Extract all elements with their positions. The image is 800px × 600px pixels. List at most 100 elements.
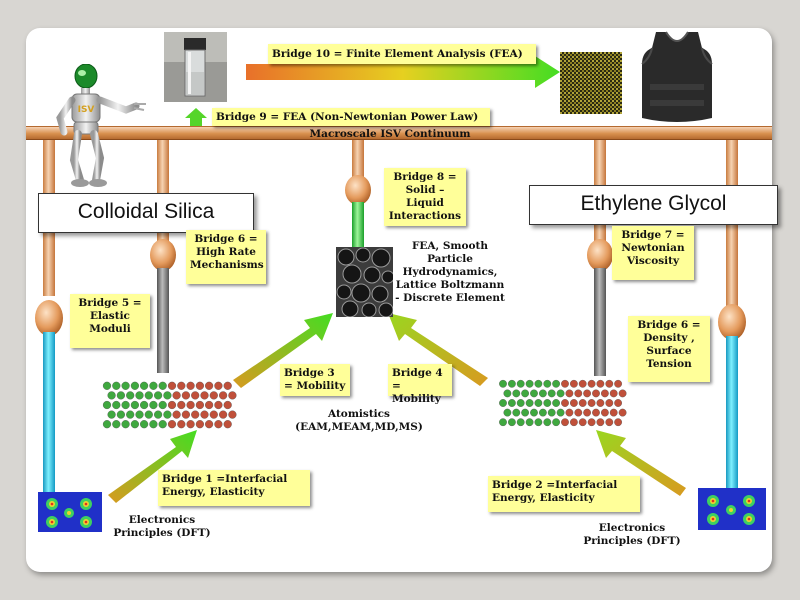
atom: [163, 391, 172, 400]
atom: [507, 379, 516, 388]
atom: [516, 399, 525, 407]
atom: [191, 410, 200, 419]
colloidal-silica-title: Colloidal Silica: [38, 193, 254, 233]
electronics-left-label: Electronics Principles (DFT): [113, 514, 211, 539]
atom: [177, 381, 186, 390]
bridge7-note: Bridge 7 = Newtonian Viscosity: [612, 226, 694, 280]
atom: [578, 379, 587, 388]
atom: [116, 410, 126, 419]
atom: [144, 410, 153, 419]
atom: [121, 420, 130, 429]
atom: [574, 408, 583, 417]
atom: [565, 408, 574, 417]
atom: [534, 379, 543, 388]
atom: [547, 389, 556, 398]
pipe-right-inner-gray: [594, 268, 606, 376]
dft-map-right: [698, 488, 766, 530]
electronics-right-label: Electronics Principles (DFT): [583, 522, 681, 547]
atom: [561, 379, 569, 388]
atom: [102, 420, 112, 429]
atom: [503, 389, 512, 398]
atom: [158, 381, 167, 390]
atom: [112, 381, 121, 390]
bridge9-label: Bridge 9 = FEA (Non-Newtonian Power Law): [212, 108, 490, 126]
atom: [512, 389, 521, 398]
atom: [228, 391, 237, 400]
atom: [587, 379, 596, 388]
atom: [214, 420, 223, 429]
atom: [167, 420, 177, 429]
atom: [181, 410, 191, 419]
bridge10-arrow: [246, 56, 560, 88]
bridge9-arrow: [185, 108, 207, 128]
atom: [135, 391, 144, 400]
atom: [574, 389, 583, 398]
atom: [570, 379, 578, 388]
ethylene-glycol-title: Ethylene Glycol: [529, 185, 778, 225]
atom: [167, 381, 177, 390]
joint-left-outer: [35, 300, 63, 336]
atom: [218, 391, 228, 400]
vest-photo: [641, 31, 713, 122]
atom: [561, 399, 569, 407]
atom: [614, 399, 623, 407]
atom: [578, 399, 587, 407]
atom: [609, 389, 618, 398]
atom: [144, 391, 153, 400]
atom: [507, 399, 516, 407]
atom: [512, 408, 521, 417]
atom: [121, 400, 130, 410]
atom: [135, 410, 144, 419]
bridge1-note: Bridge 1 =Interfacial Energy, Elasticity: [158, 470, 310, 506]
atom: [149, 420, 158, 429]
atom: [525, 399, 534, 407]
atom: [525, 418, 534, 427]
fea-methods-label: FEA, Smooth Particle Hydrodynamics, Latt…: [395, 240, 505, 304]
atom: [149, 400, 158, 410]
atom: [121, 381, 130, 390]
atom: [158, 400, 167, 410]
atom: [605, 399, 614, 407]
bridge8-note: Bridge 8 = Solid – Liquid Interactions: [384, 168, 466, 226]
bridge5-note: Bridge 5 = Elastic Moduli: [70, 294, 150, 348]
macroscale-bar: [26, 126, 772, 140]
atom: [163, 410, 172, 419]
atom: [530, 408, 538, 417]
atom: [614, 418, 623, 427]
atom: [153, 410, 163, 419]
atomistics-label: Atomistics (EAM,MEAM,MD,MS): [295, 408, 423, 433]
atom: [556, 389, 565, 398]
atom: [181, 391, 191, 400]
pipe-center-top: [352, 136, 364, 180]
atom: [102, 381, 112, 390]
atom: [139, 400, 149, 410]
robot-figure: ISV: [56, 64, 146, 187]
atom: [516, 379, 525, 388]
atom: [587, 399, 596, 407]
atom: [530, 389, 538, 398]
atom: [570, 418, 578, 427]
atom: [543, 418, 552, 427]
bridge4-note: Bridge 4 = Mobility: [388, 364, 452, 405]
atom: [167, 400, 177, 410]
bridge2-note: Bridge 2 =Interfacial Energy, Elasticity: [488, 476, 640, 512]
atom: [204, 381, 214, 390]
vial-photo: [164, 32, 227, 102]
bridge4-arrow: [388, 313, 488, 386]
atom: [102, 400, 112, 410]
atom: [209, 391, 218, 400]
atom: [186, 381, 195, 390]
bridge10-label: Bridge 10 = Finite Element Analysis (FEA…: [268, 44, 536, 64]
pipe-left-inner-gray: [157, 268, 169, 373]
atom: [191, 391, 200, 400]
atom: [130, 400, 140, 410]
atom: [565, 389, 574, 398]
atom: [214, 381, 223, 390]
atom: [126, 391, 135, 400]
atom: [618, 408, 627, 417]
atom: [516, 418, 525, 427]
atom: [158, 420, 167, 429]
atom: [200, 391, 209, 400]
bridge2-arrow: [596, 430, 686, 496]
